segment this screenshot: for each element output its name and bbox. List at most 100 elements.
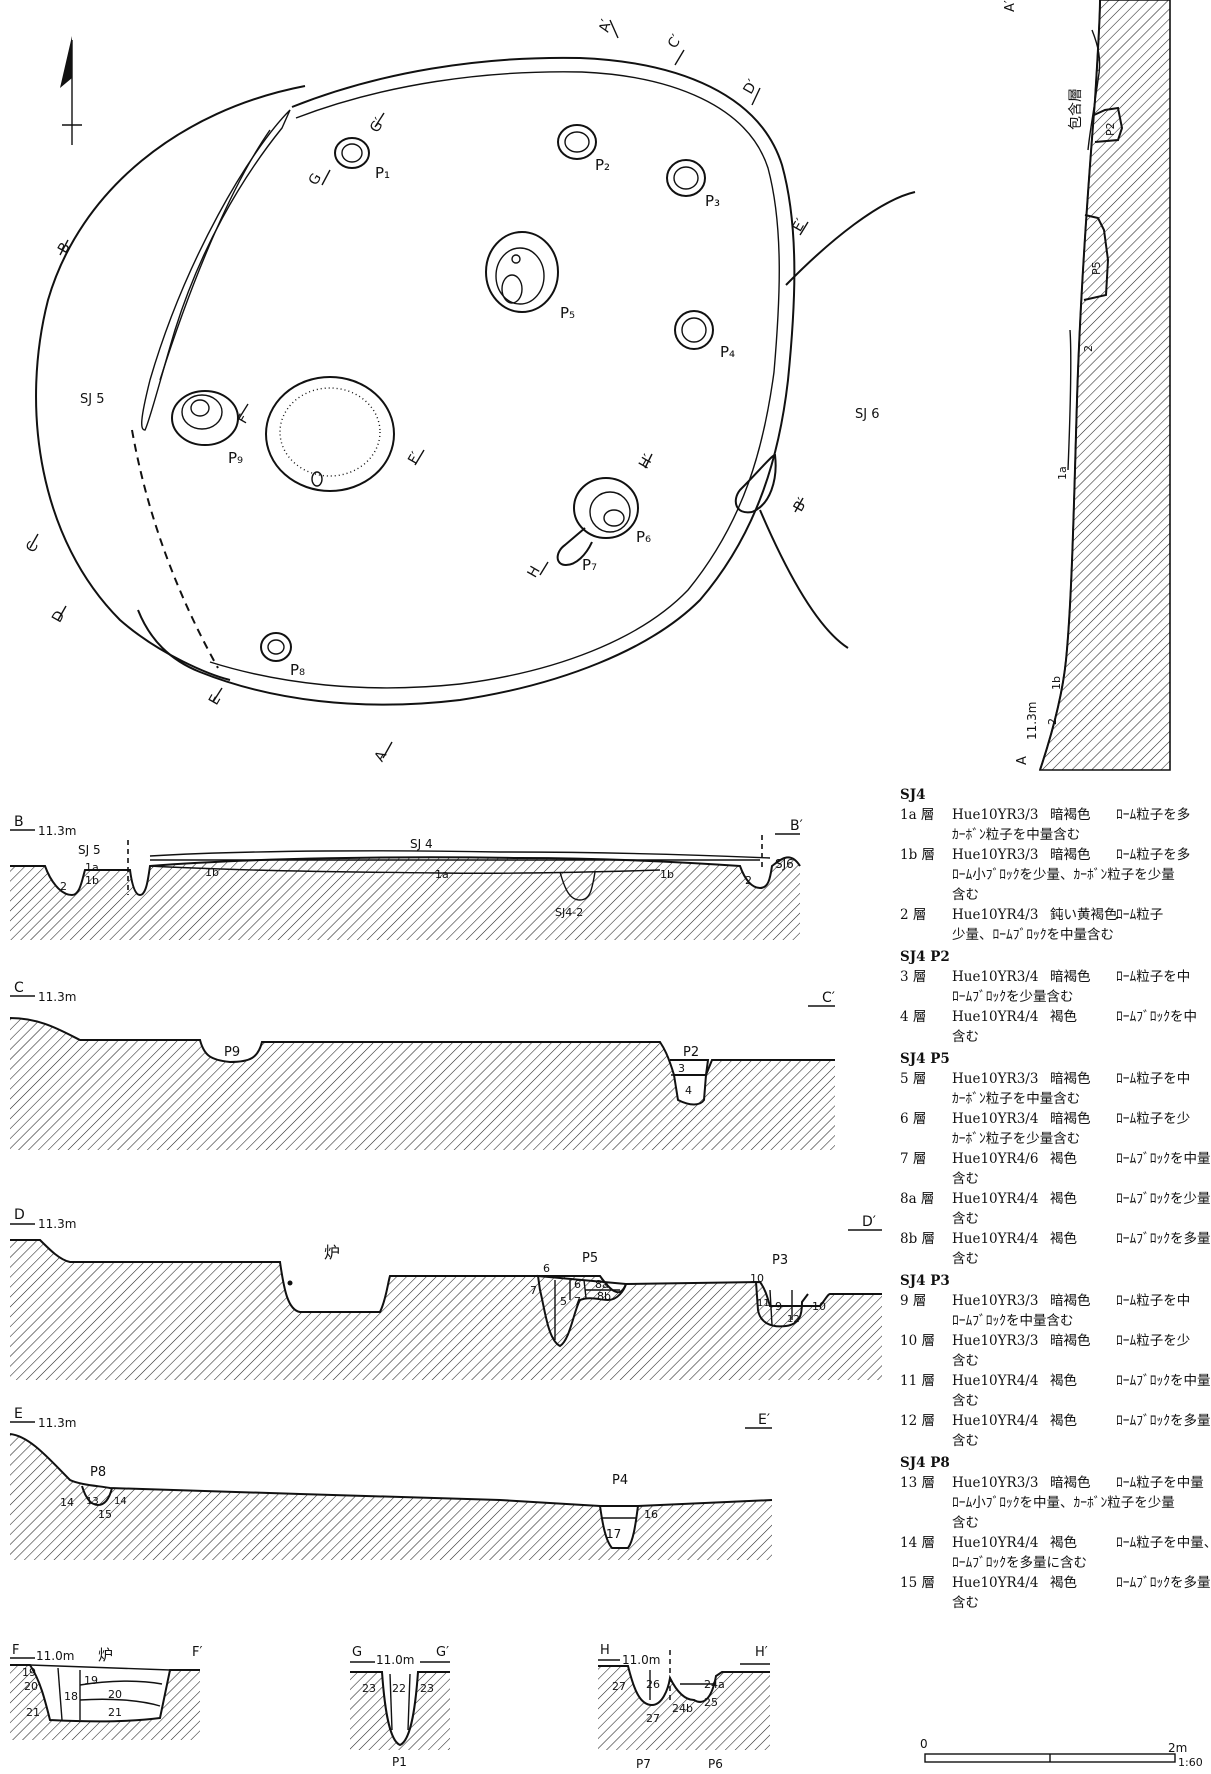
section-g-end: G′ xyxy=(436,1645,449,1660)
sj6-junction xyxy=(734,453,777,514)
svg-text:C′: C′ xyxy=(665,32,685,51)
svg-text:C: C xyxy=(23,539,42,556)
section-b-label-sj5: SJ 5 xyxy=(78,843,101,857)
section-h-label-27b: 27 xyxy=(646,1712,660,1725)
profile-a-label-bottom: A xyxy=(1015,756,1030,765)
sj4-inner-wall xyxy=(209,71,780,689)
layer-description-continued: 含む xyxy=(952,1171,979,1187)
munsell-hue: Hue10YR4/6 xyxy=(952,1151,1039,1167)
layer-description: ﾛｰﾑ粒子を多 xyxy=(1116,847,1191,863)
soil-color: 褐色 xyxy=(1050,1535,1077,1551)
section-f-start: F xyxy=(12,1643,19,1658)
section-d-elevation: 11.3m xyxy=(38,1217,76,1231)
section-f-end: F′ xyxy=(192,1645,202,1660)
wall-band-inner xyxy=(159,129,271,381)
sj6-line-upper xyxy=(785,191,916,286)
section-e-label-16: 16 xyxy=(644,1508,658,1521)
pit-p3 xyxy=(666,159,706,197)
layer-description-continued: 含む xyxy=(952,1393,979,1409)
layer-number: 14 層 xyxy=(900,1535,935,1551)
section-d-label-8a: 8a xyxy=(595,1278,609,1291)
hearth-pit xyxy=(265,376,395,492)
soil-color: 褐色 xyxy=(1050,1373,1077,1389)
layer-description: ﾛｰﾑ粒子を中 xyxy=(1116,1071,1191,1087)
layer-description: ﾛｰﾑ粒子を中 xyxy=(1116,1293,1191,1309)
section-g-label-p1: P1 xyxy=(392,1755,407,1769)
section-c-label-4: 4 xyxy=(685,1084,692,1097)
svg-text:F′: F′ xyxy=(405,450,424,468)
section-f-label-20a: 20 xyxy=(24,1680,38,1693)
layer-description: ﾛｰﾑﾌﾞﾛｯｸを中量 xyxy=(1116,1373,1211,1389)
section-f: F 11.0m 炉 F′ 19 19 20 18 20 21 21 xyxy=(10,1643,202,1740)
section-e-label-14b: 14 xyxy=(114,1496,127,1507)
layer-number: 11 層 xyxy=(900,1373,935,1389)
soil-color: 暗褐色 xyxy=(1050,1293,1091,1309)
layer-number: 2 層 xyxy=(900,907,927,923)
sj6-line-lower xyxy=(759,509,849,649)
munsell-hue: Hue10YR3/3 xyxy=(952,1293,1039,1309)
layer-description: ﾛｰﾑ粒子を中 xyxy=(1116,969,1191,985)
profile-a-elevation: 11.3m xyxy=(1025,702,1039,740)
section-b-start: B xyxy=(14,814,24,830)
section-c: C 11.3m C′ P9 P2 3 4 xyxy=(9,980,835,1150)
section-d-label-6b: 6 xyxy=(574,1278,581,1291)
section-e-elevation: 11.3m xyxy=(38,1416,76,1430)
layer-number: 8b 層 xyxy=(900,1231,936,1247)
section-d-label-p5: P5 xyxy=(582,1251,598,1266)
profile-a-layer-2b: 2 xyxy=(1046,718,1059,725)
legend-group-title: SJ4 P5 xyxy=(900,1051,950,1067)
pit-p2 xyxy=(557,124,597,160)
section-c-end: C′ xyxy=(822,990,835,1006)
soil-color: 暗褐色 xyxy=(1050,1071,1091,1087)
section-d-label-7a: 7 xyxy=(530,1284,537,1297)
section-d-label-11: 11 xyxy=(757,1298,770,1309)
munsell-hue: Hue10YR3/3 xyxy=(952,1333,1039,1349)
soil-color: 褐色 xyxy=(1050,1575,1077,1591)
section-c-start: C xyxy=(14,980,24,996)
section-e-label-p4: P4 xyxy=(612,1473,628,1488)
pit-label-p6: P₆ xyxy=(636,528,651,546)
section-e-end: E′ xyxy=(758,1412,770,1428)
section-f-label-21a: 21 xyxy=(26,1706,40,1719)
layer-number: 8a 層 xyxy=(900,1191,935,1207)
svg-text:D′: D′ xyxy=(740,77,761,97)
pit-label-p8: P₈ xyxy=(290,661,305,679)
munsell-hue: Hue10YR3/4 xyxy=(952,1111,1039,1127)
layer-description-continued: 含む xyxy=(952,1595,979,1611)
section-c-label-p2: P2 xyxy=(683,1045,699,1060)
section-g-elevation: 11.0m xyxy=(376,1653,414,1667)
section-d-label-12: 12 xyxy=(787,1314,800,1325)
profile-a-p2: P2 xyxy=(1104,122,1117,136)
section-e-label-13: 13 xyxy=(86,1496,99,1507)
layer-description: ﾛｰﾑ粒子を中量、 xyxy=(1116,1535,1211,1551)
layer-description-continued: ﾛｰﾑ小ﾌﾞﾛｯｸを少量、ｶｰﾎﾞﾝ粒子を少量 xyxy=(952,867,1175,883)
layer-description-continued: 含む xyxy=(952,1515,979,1531)
layer-number: 1b 層 xyxy=(900,847,936,863)
layer-description-continued: ﾛｰﾑﾌﾞﾛｯｸを多量に含む xyxy=(952,1555,1087,1571)
section-e-label-15: 15 xyxy=(98,1508,112,1521)
soil-color: 暗褐色 xyxy=(1050,969,1091,985)
munsell-hue: Hue10YR4/3 xyxy=(952,907,1039,923)
layer-number: 13 層 xyxy=(900,1475,935,1491)
section-f-label-21b: 21 xyxy=(108,1706,122,1719)
soil-color: 暗褐色 xyxy=(1050,1111,1091,1127)
scale-max: 2m xyxy=(1168,1741,1187,1755)
section-b-label-1a-left: 1a xyxy=(85,861,99,874)
layer-description: ﾛｰﾑ粒子を少 xyxy=(1116,1111,1191,1127)
svg-text:H: H xyxy=(525,563,544,580)
pit-p7 xyxy=(556,527,593,567)
svg-text:G′: G′ xyxy=(367,115,388,135)
svg-text:A′: A′ xyxy=(596,18,615,34)
legend-group-title: SJ4 P8 xyxy=(900,1455,950,1471)
section-b-label-1b-left: 1b xyxy=(85,874,99,887)
munsell-hue: Hue10YR4/4 xyxy=(952,1191,1039,1207)
layer-description-continued: ﾛｰﾑﾌﾞﾛｯｸを少量含む xyxy=(952,989,1074,1005)
